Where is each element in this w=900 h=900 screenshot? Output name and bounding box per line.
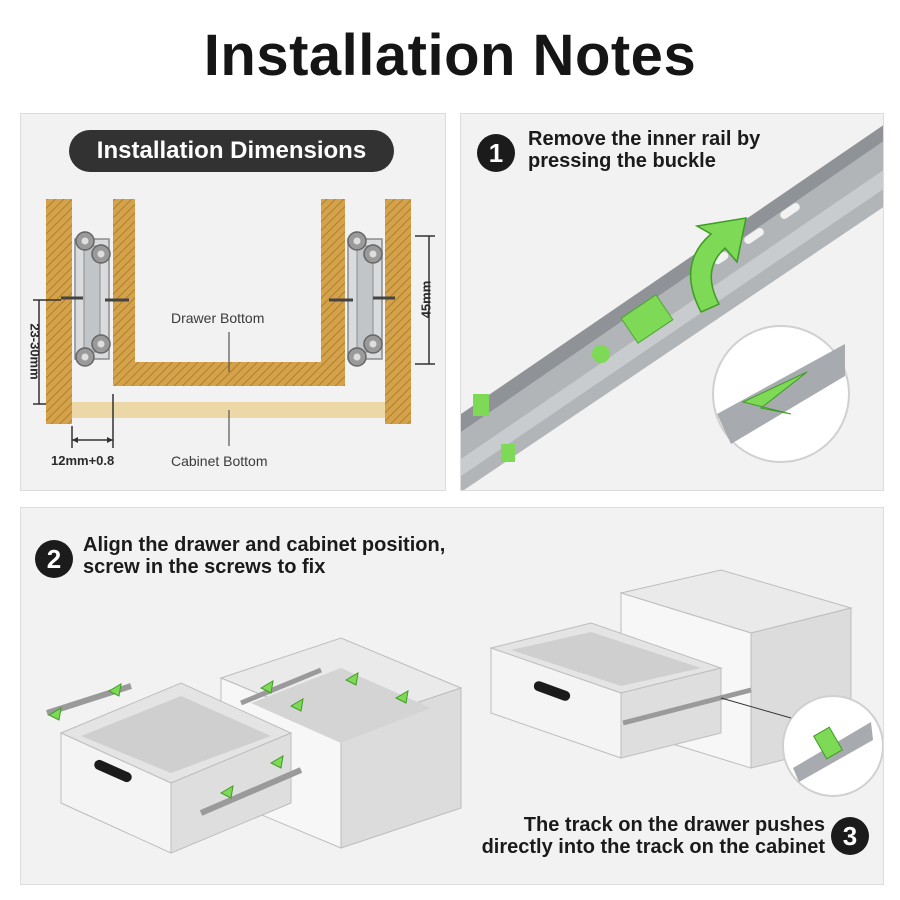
drawer-handle-right bbox=[533, 681, 571, 701]
drawer-illustrations bbox=[46, 569, 883, 854]
drawer-right bbox=[489, 622, 752, 759]
cabinet-right-wall bbox=[385, 199, 411, 424]
inner-rail-track bbox=[461, 170, 883, 476]
step-3-number: 3 bbox=[831, 817, 869, 855]
step-1-number: 1 bbox=[477, 134, 515, 172]
rail-height-label: 45mm bbox=[418, 280, 434, 319]
step-1-text: Remove the inner rail by pressing the bu… bbox=[528, 128, 761, 172]
drawer-handle-left bbox=[94, 759, 132, 783]
rail-hole bbox=[592, 345, 610, 363]
left-slide bbox=[61, 231, 129, 367]
cabinet-left-wall bbox=[46, 199, 72, 424]
rail-top-edge bbox=[461, 125, 883, 432]
drawer-body bbox=[113, 199, 345, 386]
right-slide bbox=[329, 231, 395, 367]
rail-illustration bbox=[461, 125, 883, 490]
step-1-panel: 1 Remove the inner rail by pressing the … bbox=[460, 113, 884, 491]
gap-label: 12mm+0.8 bbox=[51, 453, 115, 468]
page-title: Installation Notes bbox=[203, 23, 697, 88]
cabinet-bottom-label: Cabinet Bottom bbox=[171, 453, 268, 469]
drawer-bottom-label: Drawer Bottom bbox=[171, 310, 265, 326]
dimensions-heading: Installation Dimensions bbox=[69, 130, 394, 172]
buckle bbox=[620, 294, 674, 344]
dimensions-diagram bbox=[33, 199, 435, 448]
step-2-3-panel: 2 Align the drawer and cabinet position,… bbox=[20, 507, 884, 885]
dimensions-panel: Installation Dimensions bbox=[20, 113, 446, 491]
step-2-text: Align the drawer and cabinet position, s… bbox=[83, 534, 446, 578]
curved-arrow-icon bbox=[689, 217, 747, 313]
step-3-text: The track on the drawer pushes directly … bbox=[481, 814, 825, 858]
step-2-number: 2 bbox=[35, 540, 73, 578]
height-range-label: 23-30mm bbox=[27, 323, 43, 380]
